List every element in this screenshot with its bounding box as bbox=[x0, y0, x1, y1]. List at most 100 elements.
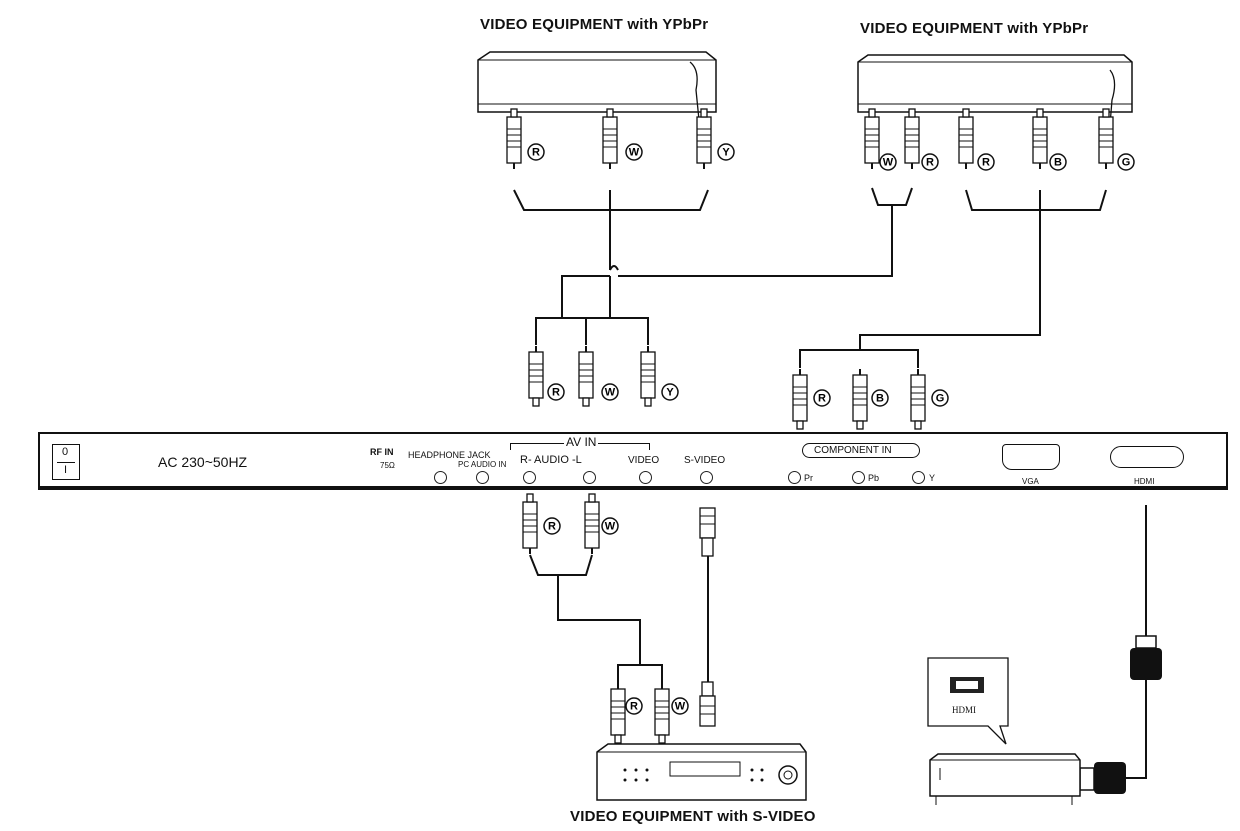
svg-text:Y: Y bbox=[666, 387, 674, 399]
svg-text:R: R bbox=[982, 157, 990, 169]
badge-w: W bbox=[601, 383, 619, 401]
svg-text:R: R bbox=[552, 387, 560, 399]
audio-r-jack[interactable] bbox=[523, 471, 536, 484]
component-pb-label: Pb bbox=[868, 473, 880, 483]
hdmi-callout-box bbox=[927, 657, 1009, 745]
badge-y: Y bbox=[717, 143, 735, 161]
title-bottom: VIDEO EQUIPMENT with S-VIDEO bbox=[570, 808, 816, 825]
rca-plug-r bbox=[528, 346, 544, 407]
svg-text:G: G bbox=[1122, 157, 1131, 169]
av-in-label: AV IN bbox=[564, 435, 599, 449]
svg-text:R: R bbox=[926, 157, 934, 169]
power-switch-divider bbox=[57, 462, 75, 463]
badge-w: W bbox=[671, 697, 689, 715]
badge-r: R bbox=[813, 389, 831, 407]
svg-text:R: R bbox=[532, 147, 540, 159]
rca-plug-w bbox=[584, 493, 600, 554]
rca-plug-b bbox=[852, 369, 868, 430]
hdmi-label: HDMI bbox=[1134, 477, 1155, 486]
rca-plug-y bbox=[640, 346, 656, 407]
r-audio-l-label: R- AUDIO -L bbox=[520, 454, 582, 466]
rca-plug-r bbox=[958, 108, 974, 169]
svg-text:R: R bbox=[630, 701, 638, 713]
rca-plug-w bbox=[578, 346, 594, 407]
rca-plug-r bbox=[792, 369, 808, 430]
rca-plug-y bbox=[696, 108, 712, 169]
rca-plugs: R W Y W R R B G R W Y R B G R W R W bbox=[506, 108, 1135, 744]
svg-text:Y: Y bbox=[722, 147, 730, 159]
power-switch-on-label: I bbox=[64, 464, 68, 476]
headphone-jack[interactable] bbox=[434, 471, 447, 484]
hdmi-port[interactable] bbox=[1110, 446, 1184, 468]
rca-plug-r bbox=[904, 108, 920, 169]
svg-text:G: G bbox=[936, 393, 945, 405]
component-pb-jack[interactable] bbox=[852, 471, 865, 484]
s-video-label: S-VIDEO bbox=[684, 455, 726, 466]
badge-g: G bbox=[931, 389, 949, 407]
tv-back-panel: 0 I AC 230~50HZ RF IN 75Ω HEADPHONE JACK… bbox=[38, 432, 1228, 490]
hdmi-device bbox=[929, 753, 1081, 805]
svg-text:W: W bbox=[675, 701, 686, 713]
device-top-left bbox=[477, 51, 717, 131]
badge-g: G bbox=[1117, 153, 1135, 171]
svg-text:R: R bbox=[548, 521, 556, 533]
component-in-label: COMPONENT IN bbox=[814, 445, 892, 456]
badge-r: R bbox=[547, 383, 565, 401]
rca-plug-w bbox=[602, 108, 618, 169]
rca-plug-w bbox=[654, 683, 670, 744]
hdmi-connector-bottom bbox=[1079, 762, 1126, 794]
component-y-label: Y bbox=[929, 473, 936, 483]
dvd-player bbox=[596, 743, 807, 801]
rca-plug-r bbox=[522, 493, 538, 554]
component-pr-label: Pr bbox=[804, 473, 813, 483]
rca-plug-r bbox=[506, 108, 522, 169]
title-top-left: VIDEO EQUIPMENT with YPbPr bbox=[480, 16, 709, 33]
badge-b: B bbox=[1049, 153, 1067, 171]
rca-plug-b bbox=[1032, 108, 1048, 169]
rca-plug-r bbox=[610, 683, 626, 744]
badge-r: R bbox=[977, 153, 995, 171]
badge-b: B bbox=[871, 389, 889, 407]
svg-text:B: B bbox=[876, 393, 884, 405]
badge-r: R bbox=[625, 697, 643, 715]
badge-w: W bbox=[879, 153, 897, 171]
badge-r: R bbox=[921, 153, 939, 171]
svg-text:W: W bbox=[605, 521, 616, 533]
rca-plug-g bbox=[910, 369, 926, 430]
pc-audio-in-jack[interactable] bbox=[476, 471, 489, 484]
badge-w: W bbox=[601, 517, 619, 535]
svideo-plug-bottom bbox=[699, 681, 716, 727]
badge-w: W bbox=[625, 143, 643, 161]
badge-r: R bbox=[543, 517, 561, 535]
audio-l-jack[interactable] bbox=[583, 471, 596, 484]
power-switch[interactable]: 0 I bbox=[52, 444, 80, 480]
title-top-right: VIDEO EQUIPMENT with YPbPr bbox=[860, 20, 1089, 37]
hdmi-callout-label: HDMI bbox=[952, 705, 976, 715]
vga-port[interactable] bbox=[1002, 444, 1060, 470]
rf-in-sub-label: 75Ω bbox=[380, 461, 395, 470]
rca-plug-g bbox=[1098, 108, 1114, 169]
device-top-right bbox=[857, 54, 1133, 151]
hdmi-connector-top bbox=[1130, 635, 1162, 680]
pc-audio-in-label: PC AUDIO IN bbox=[458, 460, 507, 469]
svg-text:R: R bbox=[818, 393, 826, 405]
component-y-jack[interactable] bbox=[912, 471, 925, 484]
vga-label: VGA bbox=[1022, 477, 1039, 486]
badge-y: Y bbox=[661, 383, 679, 401]
component-in-frame bbox=[802, 443, 920, 458]
svg-text:W: W bbox=[605, 387, 616, 399]
rf-in-label: RF IN bbox=[370, 447, 394, 457]
badge-r: R bbox=[527, 143, 545, 161]
ac-input-label: AC 230~50HZ bbox=[158, 454, 248, 470]
video-jack[interactable] bbox=[639, 471, 652, 484]
video-label: VIDEO bbox=[628, 455, 660, 466]
svg-text:W: W bbox=[883, 157, 894, 169]
wires bbox=[513, 187, 1147, 779]
s-video-jack[interactable] bbox=[700, 471, 713, 484]
component-pr-jack[interactable] bbox=[788, 471, 801, 484]
power-switch-off-label: 0 bbox=[62, 446, 69, 458]
svg-text:W: W bbox=[629, 147, 640, 159]
svg-text:B: B bbox=[1054, 157, 1062, 169]
rca-plug-w bbox=[864, 108, 880, 169]
